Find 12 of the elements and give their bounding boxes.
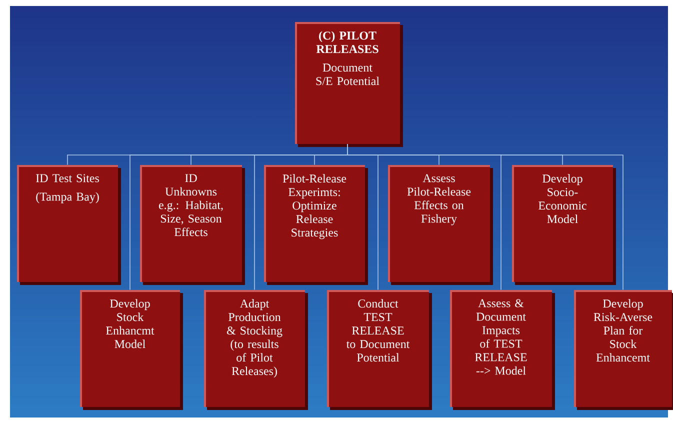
task-box: Develop Risk-Averse Plan for Stock Enhancemt [574,290,673,410]
task-box: Conduct TEST RELEASE to Document Potential [327,290,432,410]
task-box: Assess & Document Impacts of TEST RELEASE --> Model [450,290,555,410]
task-box: ID Test Sites (Tampa Bay) [17,165,121,285]
task-box: Adapt Production & Stocking (to results of Pilot Releases) [204,290,308,410]
task-box: Pilot-Release Experimts: Optimize Release Strategies [264,165,368,285]
task-box: ID Unknowns e.g.: Habitat, Size, Season Effects [140,165,245,285]
connector-line [347,144,624,290]
task-box: Assess Pilot-Release Effects on Fishery [388,165,493,285]
task-box: (C) PILOT RELEASES Document S/E Potential [295,22,403,147]
task-box: Develop Stock Enhancmt Model [80,290,183,410]
task-box: Develop Socio-Economic Model [512,165,616,285]
